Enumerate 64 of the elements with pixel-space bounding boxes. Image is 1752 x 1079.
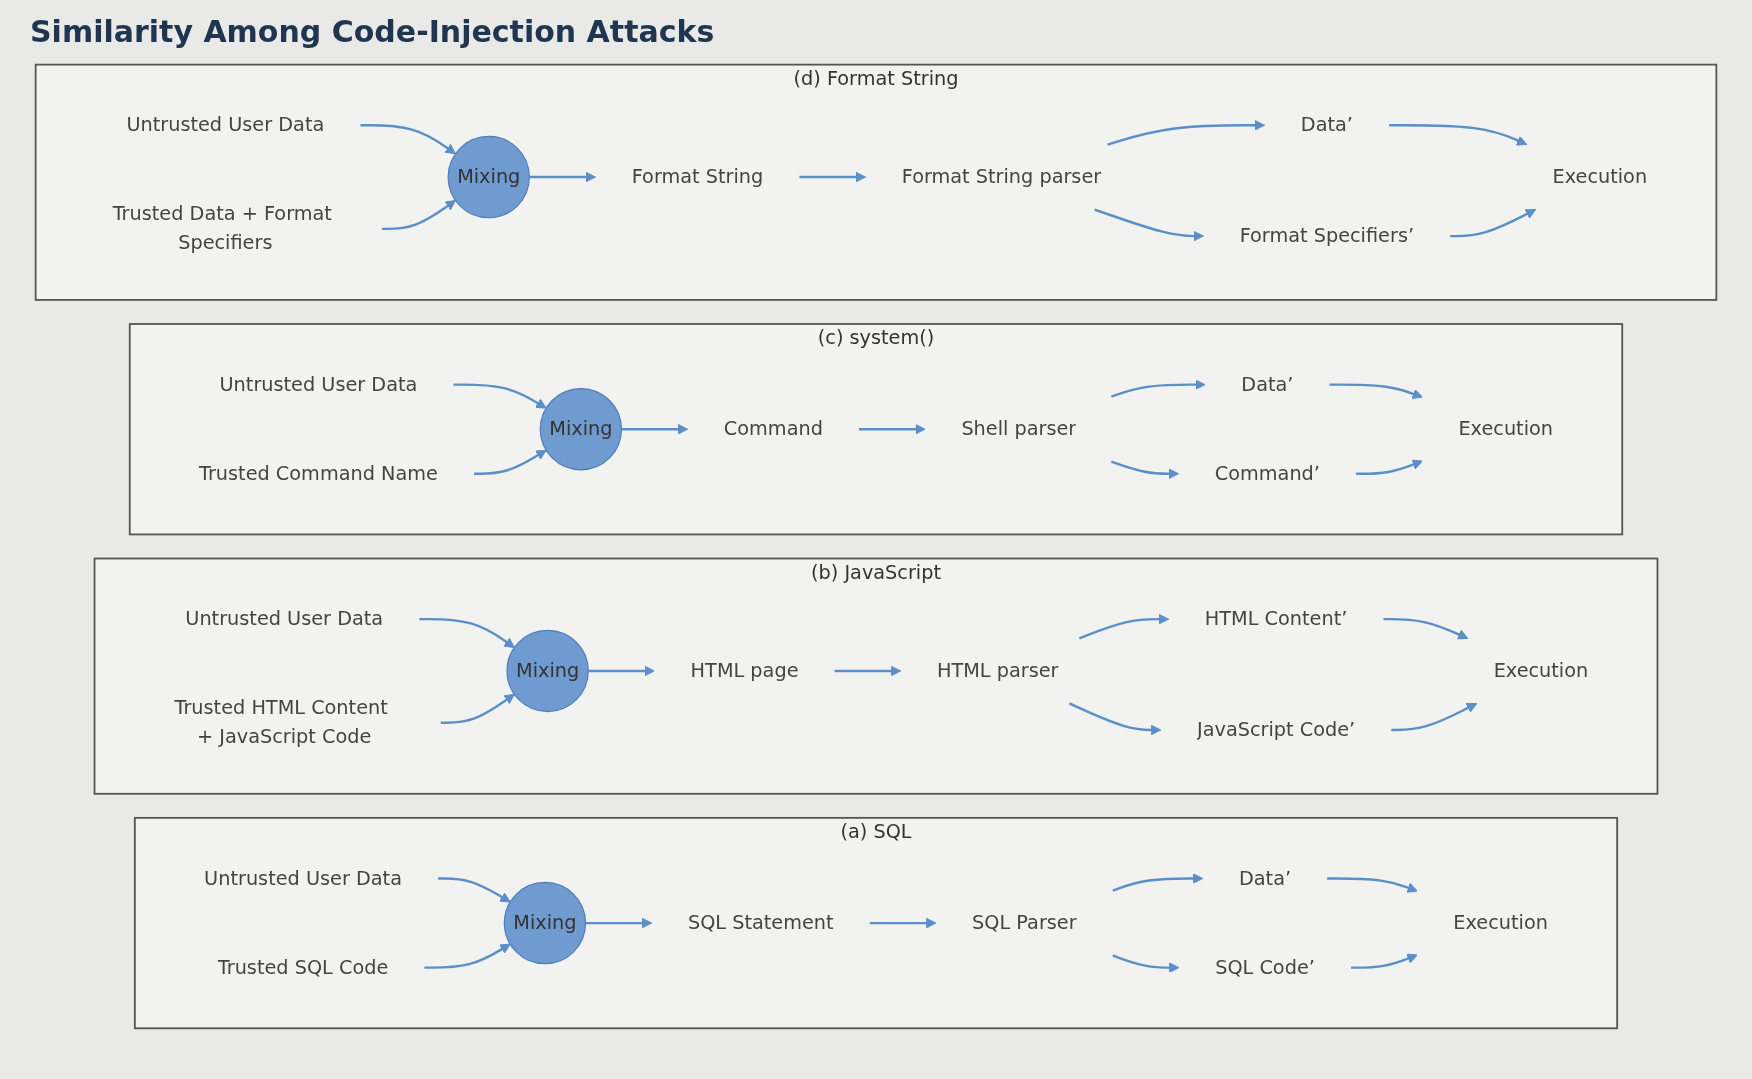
arrow xyxy=(621,423,689,435)
node-text: HTML page xyxy=(690,658,799,682)
arrow xyxy=(1078,613,1170,640)
node-text: Untrusted User Data xyxy=(219,372,418,396)
arrow xyxy=(1094,208,1205,242)
node-text: Execution xyxy=(1453,911,1548,934)
arrow xyxy=(1391,703,1478,732)
arrow xyxy=(859,423,926,435)
arrow xyxy=(1112,873,1204,892)
arrow xyxy=(1450,209,1537,238)
arrow xyxy=(1383,617,1469,640)
node-circle: Mixing xyxy=(503,881,587,965)
node-text: Command’ xyxy=(1214,461,1320,485)
arrow xyxy=(799,171,867,183)
node-text: Shell parser xyxy=(961,417,1077,441)
arrow xyxy=(529,171,597,183)
diagram-title: Similarity Among Code-Injection Attacks xyxy=(30,14,716,49)
node-text: Execution xyxy=(1552,165,1648,188)
arrow xyxy=(1351,953,1418,969)
arrow xyxy=(1110,379,1206,398)
node-text: Command xyxy=(723,417,823,441)
arrow xyxy=(1110,460,1180,480)
arrow xyxy=(585,917,653,929)
node-text: Untrusted User Data xyxy=(185,607,384,631)
node-text: Trusted SQL Code xyxy=(217,955,389,979)
arrow xyxy=(438,877,511,903)
node-text: SQL Code’ xyxy=(1215,955,1315,979)
arrow xyxy=(1389,124,1528,146)
node-text: Untrusted User Data xyxy=(204,866,402,890)
node-circle: Mixing xyxy=(447,135,530,219)
node-text: Data’ xyxy=(1300,113,1353,137)
arrow xyxy=(869,917,937,929)
arrow xyxy=(474,449,547,475)
arrow xyxy=(453,383,547,409)
arrow xyxy=(834,665,902,677)
node-text: Untrusted User Data xyxy=(126,113,325,137)
node-text: Trusted HTML Content + JavaScript Code xyxy=(174,696,388,749)
arrow xyxy=(381,199,456,231)
arrow xyxy=(1107,120,1266,146)
arrow xyxy=(1112,954,1180,973)
arrow xyxy=(1329,383,1423,399)
arrow xyxy=(424,943,511,969)
node-text: Trusted Data + Format Specifiers xyxy=(112,202,332,255)
node-circle: Mixing xyxy=(539,388,623,471)
node-text: SQL Statement xyxy=(687,911,834,934)
arrow xyxy=(1356,459,1423,475)
node-text: SQL Parser xyxy=(972,911,1077,934)
node-text: Execution xyxy=(1493,658,1589,682)
node-text: Trusted Command Name xyxy=(199,461,438,485)
arrow xyxy=(419,617,515,649)
node-text: HTML parser xyxy=(936,658,1059,682)
node-text: Data’ xyxy=(1241,372,1294,396)
arrow xyxy=(588,665,655,677)
node-text: Execution xyxy=(1458,417,1553,441)
node-text: Data’ xyxy=(1238,866,1292,890)
node-text: HTML Content’ xyxy=(1204,607,1348,631)
arrow xyxy=(1068,702,1162,736)
node-text: Format Specifiers’ xyxy=(1239,224,1415,247)
node-circle: Mixing xyxy=(506,629,589,713)
node-text: Format String parser xyxy=(901,165,1102,188)
arrow xyxy=(360,124,456,155)
arrow xyxy=(440,693,515,724)
node-text: Format String xyxy=(631,165,764,188)
arrow xyxy=(1327,877,1418,893)
